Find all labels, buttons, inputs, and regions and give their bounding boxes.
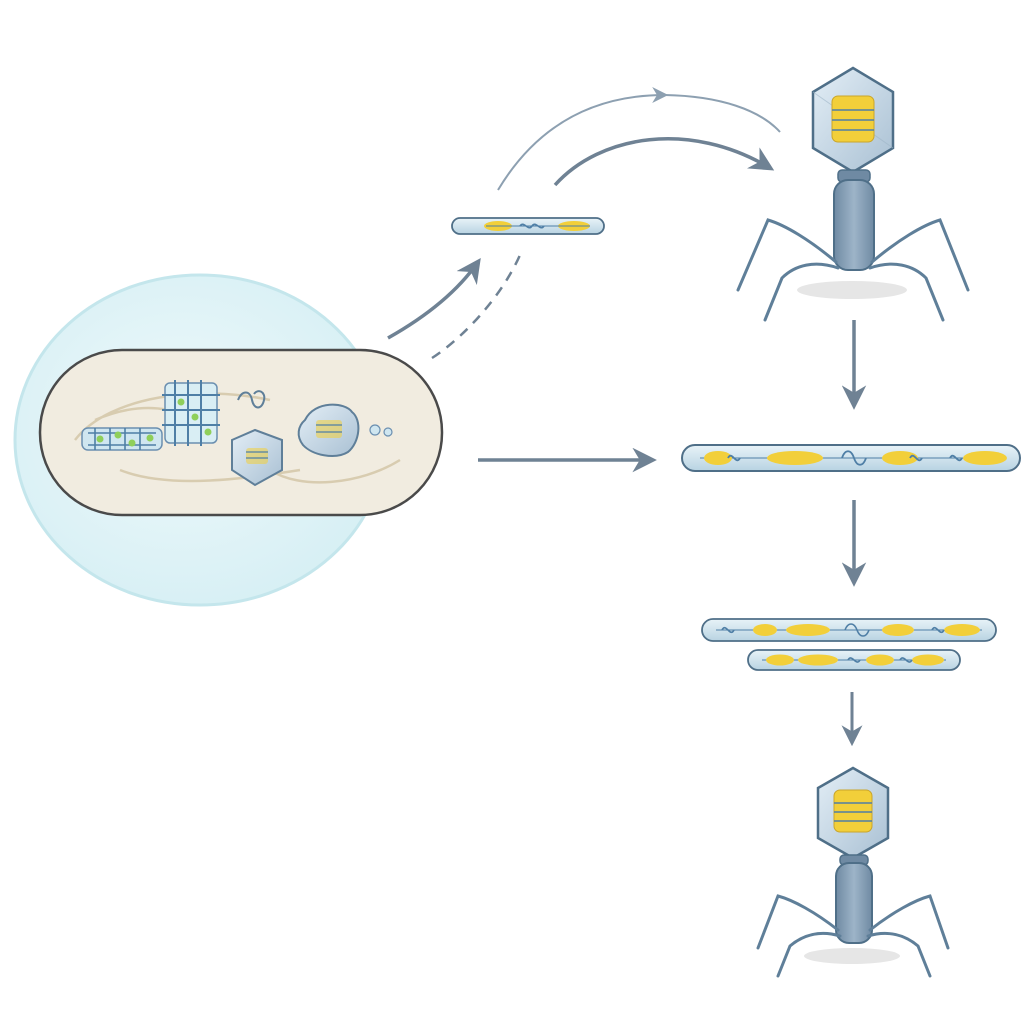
- dna-grid-block: [162, 380, 220, 446]
- bacteriophage-top: [736, 66, 970, 322]
- capsid-fragment: [231, 428, 283, 487]
- short-dna-strand: [451, 217, 605, 235]
- phage-shadow: [797, 281, 907, 299]
- arc-arrow-lower: [553, 137, 775, 187]
- cell-body: [38, 348, 444, 517]
- round-capsid: [297, 403, 360, 457]
- small-coil: [237, 390, 266, 409]
- phage-tail-fibers: [736, 218, 970, 322]
- up-arrow: [387, 257, 481, 340]
- phage-dna-core: [831, 95, 875, 143]
- phage-dna-core: [833, 789, 873, 833]
- bacterial-cell: [13, 273, 444, 607]
- arc-arrow-upper: [497, 87, 669, 191]
- phage-tail: [835, 862, 873, 944]
- bacteriophage-bottom: [756, 766, 950, 978]
- dna-strand-pair: [701, 618, 997, 671]
- arc-arrow-upper-tail: [664, 94, 781, 133]
- long-dna-strand: [681, 444, 1021, 472]
- phage-tail: [833, 179, 875, 271]
- phage-tail-fibers: [756, 894, 950, 978]
- droplet-bubbles: [369, 424, 393, 437]
- phage-shadow: [804, 948, 900, 964]
- dna-lattice-cluster: [81, 427, 163, 451]
- dashed-link: [431, 254, 522, 360]
- cell-membrane-folds: [74, 392, 401, 484]
